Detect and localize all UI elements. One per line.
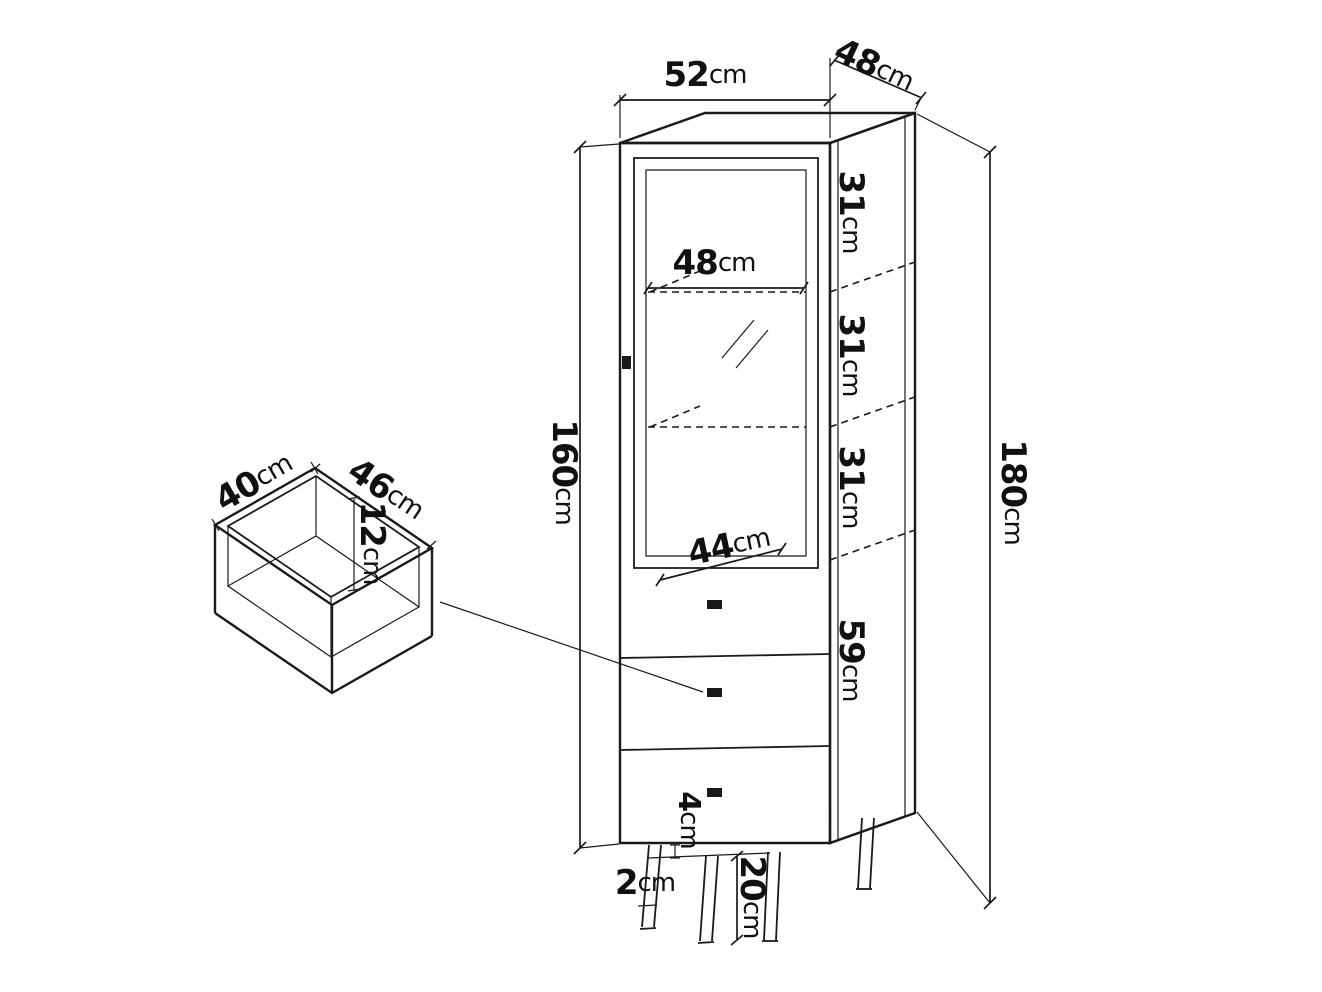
drawer-sketch xyxy=(211,461,704,695)
drawer-handle-1 xyxy=(707,600,722,609)
dim-top-width-label: 52cm xyxy=(664,55,747,95)
dim-inner-depth-label: 44cm xyxy=(684,518,773,574)
dim-top-depth-label: 48cm xyxy=(828,30,920,101)
cabinet-legs xyxy=(639,817,875,944)
dim-drawer-section-label: 59cm xyxy=(831,619,871,702)
cabinet-right-face xyxy=(828,111,917,845)
dim-section-mid1-label: 31cm xyxy=(831,314,871,397)
dim-leg-height-label: 20cm xyxy=(732,856,772,939)
drawer-handle-3 xyxy=(707,788,722,797)
dim-body-height-label: 160cm xyxy=(544,419,584,525)
dim-inner-width-label: 48cm xyxy=(673,243,756,283)
cabinet-outline xyxy=(618,111,917,944)
dim-total-height-label: 180cm xyxy=(993,439,1033,545)
glass-door-frame xyxy=(633,157,819,569)
drawer-divider-1 xyxy=(619,653,831,659)
drawer-depth-label: 40cm xyxy=(208,444,300,520)
drawer-handle-2 xyxy=(707,688,722,697)
drawer-pointer-line xyxy=(439,601,704,693)
dim-44-line xyxy=(659,548,783,581)
glass-hatch-icon xyxy=(721,319,769,369)
dim-leg-thickness-label: 2cm xyxy=(615,863,675,903)
dimension-lines xyxy=(573,53,997,946)
dim-section-mid2-label: 31cm xyxy=(831,446,871,529)
drawer-height-label: 12cm xyxy=(352,502,392,585)
dim-section-top-label: 31cm xyxy=(831,171,871,254)
drawer-divider-2 xyxy=(619,745,831,751)
dim-plinth-gap-label: 4cm xyxy=(672,791,707,849)
door-handle xyxy=(622,356,631,369)
